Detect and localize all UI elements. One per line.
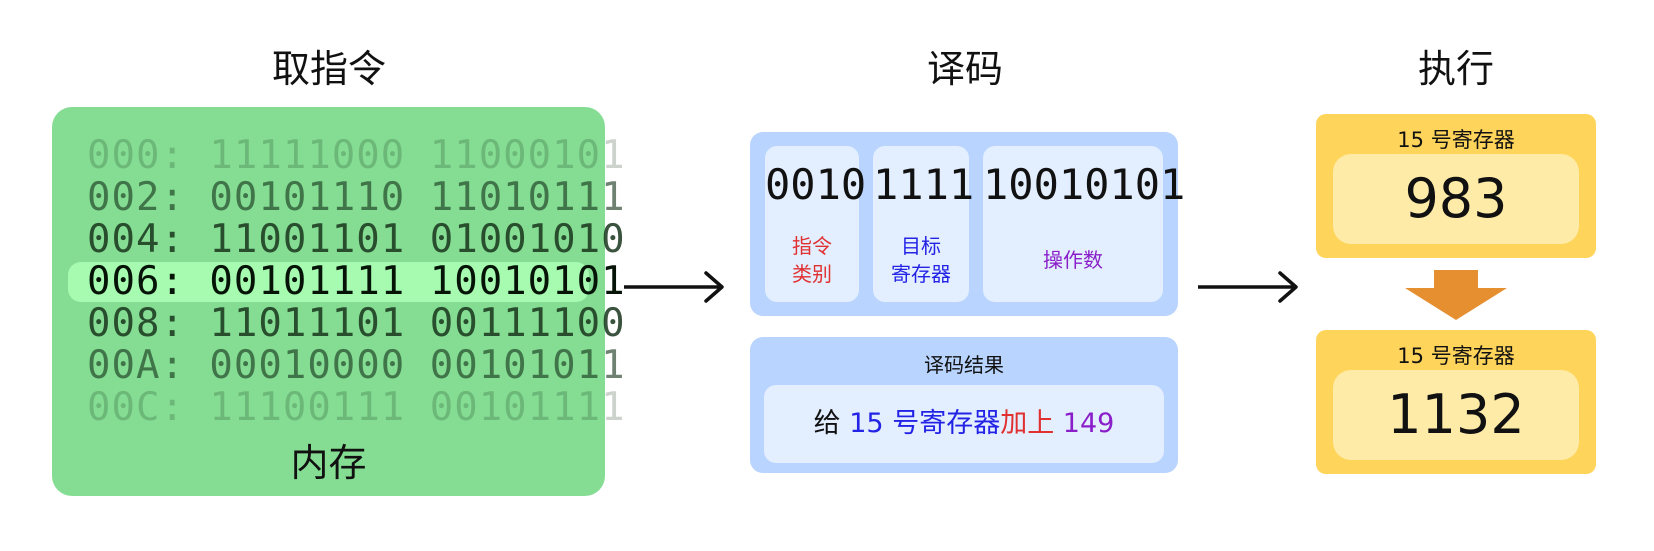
result-prefix: 给 (813, 408, 850, 439)
operand-label-line1: 操作数 (1043, 248, 1103, 272)
result-register: 15 号寄存器 (849, 408, 1001, 439)
memory-row-00C: 00C: 11100111 00101111 (52, 385, 625, 430)
target-register-field: 1111 目标 寄存器 (873, 146, 975, 302)
memory-address: 002: (87, 175, 185, 220)
opcode-label-line2: 类别 (792, 262, 832, 286)
memory-byte: 11100111 (209, 385, 406, 430)
right-arrow-icon (1198, 271, 1298, 303)
memory-label: 内存 (290, 441, 367, 485)
memory-row-000: 000: 11111000 11000101 (52, 133, 625, 178)
target-register-label: 目标 寄存器 (873, 232, 969, 288)
memory-row-002: 002: 00101110 11010111 (52, 175, 625, 220)
execute-heading: 执行 (1417, 47, 1494, 91)
memory-byte: 00111100 (429, 301, 626, 346)
memory-address: 00A: (87, 343, 185, 388)
register-before-value: 983 (1333, 154, 1579, 244)
down-arrow-icon (1405, 270, 1507, 320)
memory-address: 004: (87, 217, 185, 262)
memory-byte: 11010111 (429, 175, 626, 220)
decode-result-title: 译码结果 (924, 353, 1004, 377)
result-operand: 149 (1054, 408, 1115, 439)
memory-byte: 00101111 (209, 259, 406, 304)
decode-heading: 译码 (926, 47, 1003, 91)
opcode-label-line1: 指令 (792, 234, 832, 258)
register-after-label: 15 号寄存器 (1397, 344, 1515, 368)
memory-address: 006: (87, 259, 185, 304)
memory-byte: 11111000 (209, 133, 406, 178)
right-arrow-icon (624, 271, 724, 303)
memory-address: 000: (87, 133, 185, 178)
memory-address: 00C: (87, 385, 185, 430)
result-operation: 加上 (1000, 408, 1055, 439)
memory-row-006-current: 006: 00101111 10010101 (52, 259, 625, 304)
instruction-fields-panel: 0010 指令 类别 1111 目标 寄存器 10010101 操作数 (750, 132, 1186, 316)
memory-row-00A: 00A: 00010000 00101011 (52, 343, 625, 388)
memory-byte: 11001101 (209, 217, 406, 262)
operand-label: 操作数 (983, 246, 1163, 274)
memory-panel: 000: 11111000 11000101 002: 00101110 110… (52, 107, 625, 496)
opcode-bits: 0010 (765, 160, 867, 209)
register-after-value: 1132 (1333, 370, 1579, 460)
memory-byte: 00101111 (429, 385, 626, 430)
memory-address: 008: (87, 301, 185, 346)
target-register-label-line1: 目标 (901, 234, 941, 258)
memory-byte: 11000101 (429, 133, 626, 178)
operand-field: 10010101 操作数 (983, 146, 1186, 302)
memory-byte: 00101110 (209, 175, 406, 220)
register-before: 15 号寄存器 983 (1316, 114, 1596, 258)
memory-byte: 10010101 (429, 259, 626, 304)
opcode-label: 指令 类别 (765, 232, 859, 288)
register-after: 15 号寄存器 1132 (1316, 330, 1596, 474)
decode-result-panel: 译码结果 给 15 号寄存器加上 149 (750, 337, 1178, 473)
memory-rows: 000: 11111000 11000101 002: 00101110 110… (52, 133, 625, 430)
fetch-heading: 取指令 (271, 47, 386, 91)
target-register-bits: 1111 (873, 160, 975, 209)
memory-byte: 01001010 (429, 217, 626, 262)
memory-byte: 00101011 (429, 343, 626, 388)
memory-byte: 11011101 (209, 301, 406, 346)
decode-result-text: 给 15 号寄存器加上 149 (764, 385, 1164, 463)
opcode-field: 0010 指令 类别 (765, 146, 867, 302)
operand-bits: 10010101 (983, 160, 1186, 209)
memory-row-008: 008: 11011101 00111100 (52, 301, 625, 346)
memory-byte: 00010000 (209, 343, 406, 388)
memory-row-004: 004: 11001101 01001010 (52, 217, 625, 262)
register-before-label: 15 号寄存器 (1397, 128, 1515, 152)
target-register-label-line2: 寄存器 (891, 262, 951, 286)
